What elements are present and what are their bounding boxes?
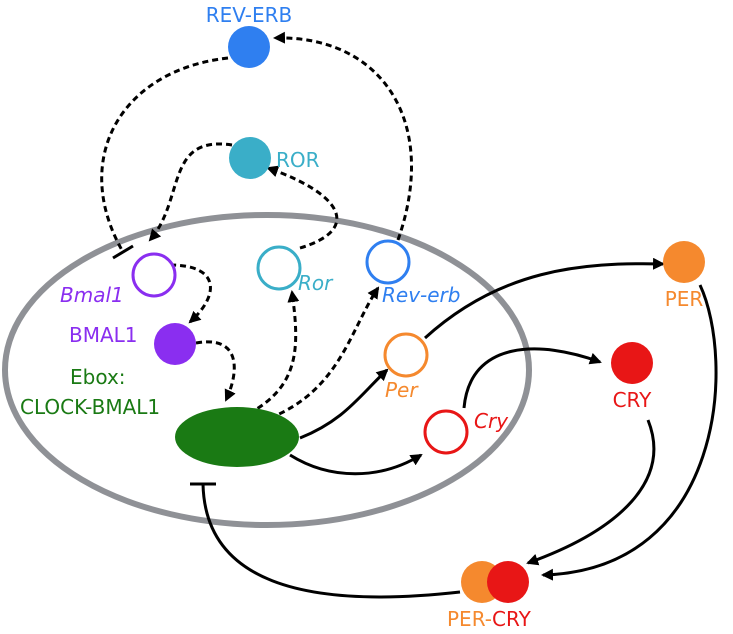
complex-to-ebox-inhibition: [201, 483, 461, 599]
ror-gene-node: [256, 245, 302, 291]
rev-erb-to-bmal1-inhibition: [100, 56, 229, 253]
complex-cry-label: CRY: [492, 607, 532, 631]
ebox-clock-bmal1-node: [175, 407, 299, 467]
bmal1-gene-to-protein-arrow: [169, 263, 212, 324]
bmal1-inhibition-bar: [112, 244, 134, 260]
cry-to-complex-arrow: [526, 419, 656, 566]
ebox-label: Ebox:: [70, 365, 126, 389]
bmal1-protein-node: [154, 323, 196, 365]
cry-gene-node: [423, 409, 469, 455]
per-gene-label: Per: [385, 378, 419, 402]
ror-protein-label: ROR: [276, 148, 320, 172]
ebox-to-cry-arrow: [289, 453, 423, 476]
per-cry-complex-cry-node: [487, 561, 529, 603]
ror-protein-node: [229, 137, 271, 179]
cry-gene-label: Cry: [474, 409, 509, 433]
cry-gene-to-protein-arrow: [462, 347, 602, 409]
rev-erb-gene-to-protein-arrow: [273, 31, 413, 241]
bmal1-protein-label: BMAL1: [69, 323, 138, 347]
nucleus-outline: [2, 212, 532, 528]
ebox-to-rev-erb-arrow: [269, 286, 380, 420]
per-gene-to-protein-arrow: [423, 257, 665, 340]
bmal1-gene-node: [131, 252, 177, 298]
complex-per-label: PER-: [447, 607, 492, 631]
rev-erb-gene-node: [365, 239, 411, 285]
ebox-to-per-arrow: [299, 368, 389, 440]
per-protein-label: PER: [665, 287, 704, 311]
ror-gene-label: Ror: [298, 271, 334, 295]
per-cry-complex-label: PER-CRY: [447, 607, 532, 631]
cry-protein-node: [611, 342, 653, 384]
rev-erb-gene-label: Rev-erb: [382, 283, 460, 307]
ror-to-bmal1-arrow: [148, 142, 233, 242]
bmal1-gene-label: Bmal1: [60, 283, 124, 307]
per-to-complex-arrow: [541, 284, 718, 581]
rev-erb-protein-node: [228, 26, 270, 68]
ebox-to-ror-arrow: [239, 290, 300, 420]
ror-gene-to-protein-arrow: [266, 165, 339, 250]
per-gene-node: [383, 332, 429, 378]
rev-erb-protein-label: REV-ERB: [206, 3, 293, 27]
bmal1-to-ebox-arrow: [195, 340, 236, 402]
per-protein-node: [663, 241, 705, 283]
cry-protein-label: CRY: [613, 388, 653, 412]
clock-bmal1-label: CLOCK-BMAL1: [20, 395, 160, 419]
